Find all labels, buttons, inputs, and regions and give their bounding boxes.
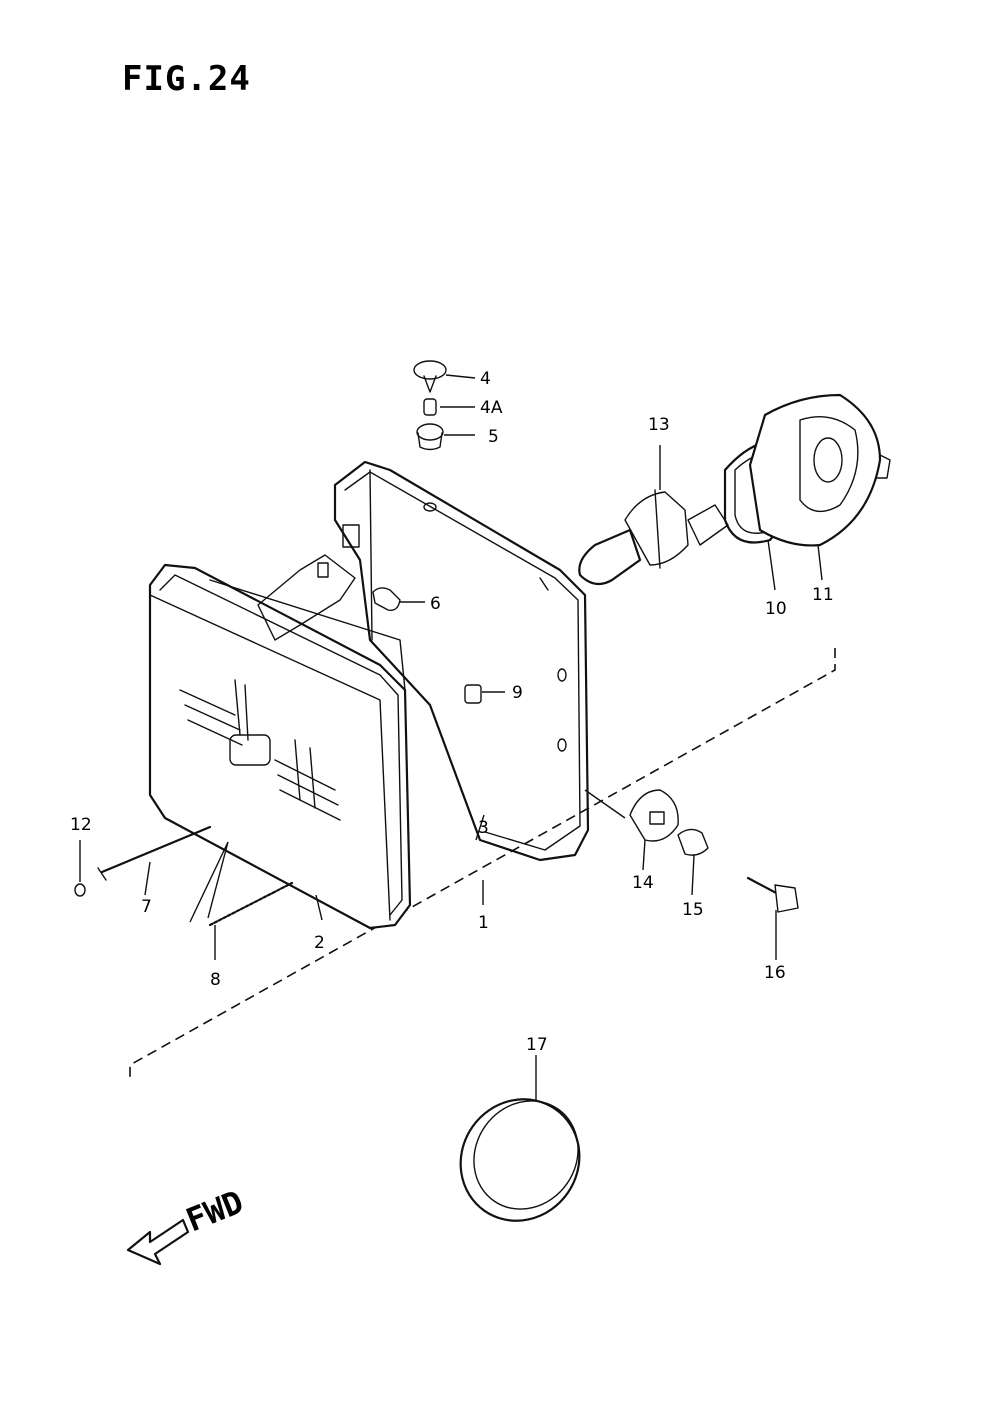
part-bulb (578, 489, 729, 586)
callout-8: 8 (210, 970, 221, 990)
part-adjuster-4 (413, 360, 447, 393)
callout-7: 7 (141, 897, 152, 917)
part-clip-6 (372, 587, 401, 611)
callout-10: 10 (765, 599, 787, 619)
assembly-bracket (129, 648, 836, 1078)
arrow-left-icon (126, 1218, 190, 1266)
part-screw-7 (97, 825, 212, 881)
callout-6: 6 (430, 594, 441, 614)
part-clip-9 (464, 684, 482, 704)
callout-1: 1 (478, 913, 489, 933)
leader-lines (79, 374, 823, 1100)
part-headlight-unit (148, 554, 412, 930)
callout-5: 5 (488, 427, 499, 447)
fwd-label: FWD (181, 1183, 249, 1240)
part-reflector-17 (459, 1098, 581, 1222)
fwd-indicator: FWD (126, 1183, 249, 1266)
callout-3: 3 (478, 818, 489, 838)
callout-11: 11 (812, 585, 834, 605)
part-bolt-16 (746, 876, 799, 913)
part-grommet-5 (416, 423, 444, 451)
callout-14: 14 (632, 873, 654, 893)
callout-4a: 4A (480, 398, 503, 418)
part-nut-4a (423, 398, 437, 416)
callout-16: 16 (764, 963, 786, 983)
figure-title: FIG.24 (122, 59, 251, 99)
part-housing (333, 460, 590, 862)
part-cap-15 (677, 828, 709, 856)
callout-17: 17 (526, 1035, 548, 1055)
callout-4: 4 (480, 369, 491, 389)
callout-2: 2 (314, 933, 325, 953)
part-socket-14 (629, 789, 679, 842)
part-socket-cover (748, 393, 891, 547)
part-nut-12 (74, 883, 86, 897)
callout-9: 9 (512, 683, 523, 703)
callout-labels: 1 2 3 4 4A 5 6 7 8 9 10 11 12 13 14 15 1… (70, 369, 834, 1055)
part-spring-8 (208, 881, 294, 927)
callout-15: 15 (682, 900, 704, 920)
callout-12: 12 (70, 815, 92, 835)
callout-13: 13 (648, 415, 670, 435)
